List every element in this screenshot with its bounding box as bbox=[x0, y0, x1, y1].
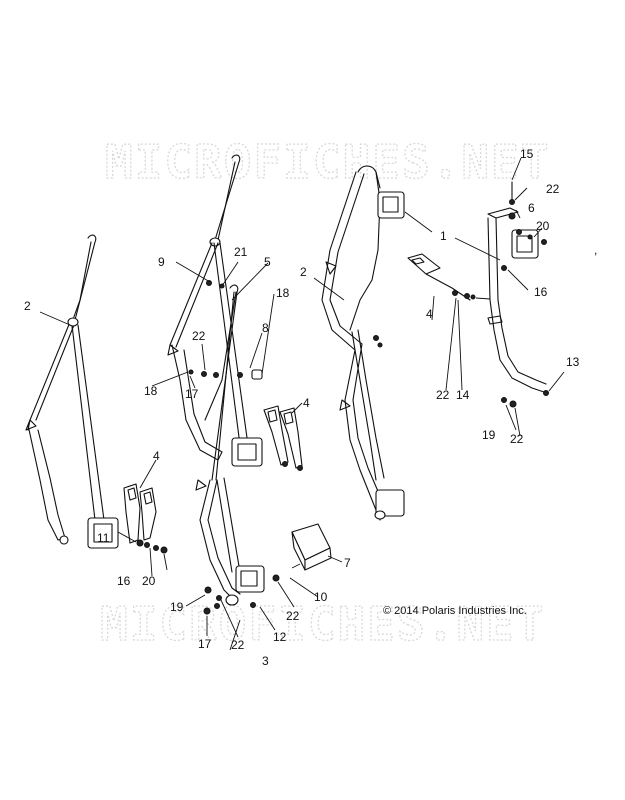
callout-5: 5 bbox=[264, 255, 271, 269]
callout-2a: 2 bbox=[24, 299, 31, 313]
callout-22e: 22 bbox=[286, 609, 300, 623]
callout-17a: 17 bbox=[185, 387, 199, 401]
callout-2b: 2 bbox=[300, 265, 307, 279]
buckle-center bbox=[263, 405, 303, 471]
callout-13: 13 bbox=[566, 355, 580, 369]
callout-3: 3 bbox=[262, 654, 269, 668]
callout-12: 12 bbox=[273, 630, 287, 644]
callout-4b: 4 bbox=[303, 396, 310, 410]
watermark-top: MICROFICHES.NET bbox=[105, 135, 550, 189]
buckle-left bbox=[123, 483, 168, 554]
callout-20a: 20 bbox=[142, 574, 156, 588]
callout-16a: 16 bbox=[117, 574, 131, 588]
callout-labels: 1 2 2 3 4 4 4 5 6 7 8 9 10 11 12 13 14 1… bbox=[24, 147, 580, 668]
cover-7 bbox=[291, 523, 332, 571]
callout-14: 14 bbox=[456, 388, 470, 402]
callout-20b: 20 bbox=[536, 219, 550, 233]
stray-mark: , bbox=[594, 243, 597, 257]
callout-6: 6 bbox=[528, 201, 535, 215]
callout-7: 7 bbox=[344, 556, 351, 570]
seat-belt-right-main bbox=[321, 165, 405, 521]
callout-1: 1 bbox=[440, 229, 447, 243]
callout-22b: 22 bbox=[192, 329, 206, 343]
watermark-bottom: MICROFICHES.NET bbox=[100, 597, 545, 651]
callout-22a: 22 bbox=[546, 182, 560, 196]
callout-9: 9 bbox=[158, 255, 165, 269]
copyright-notice: © 2014 Polaris Industries Inc. bbox=[383, 605, 527, 617]
callout-21: 21 bbox=[234, 245, 248, 259]
callout-22f: 22 bbox=[231, 638, 245, 652]
callout-10: 10 bbox=[314, 590, 328, 604]
callout-4a: 4 bbox=[153, 449, 160, 463]
callout-4c: 4 bbox=[426, 307, 433, 321]
callout-17b: 17 bbox=[198, 637, 212, 651]
seat-belt-far-right bbox=[487, 181, 549, 408]
leader-lines bbox=[39, 157, 565, 651]
callout-22d: 22 bbox=[510, 432, 524, 446]
center-fasteners bbox=[188, 280, 280, 615]
callout-18b: 18 bbox=[276, 286, 290, 300]
callout-19a: 19 bbox=[170, 600, 184, 614]
callout-18a: 18 bbox=[144, 384, 158, 398]
callout-8: 8 bbox=[262, 321, 269, 335]
seat-belt-center-front bbox=[195, 284, 265, 606]
callout-15: 15 bbox=[520, 147, 534, 161]
buckle-right bbox=[407, 253, 491, 301]
callout-11: 11 bbox=[97, 531, 110, 545]
callout-22c: 22 bbox=[436, 388, 450, 402]
seat-belt-center-rear bbox=[167, 154, 263, 467]
callout-19b: 19 bbox=[482, 428, 496, 442]
callout-16b: 16 bbox=[534, 285, 548, 299]
seat-belt-left bbox=[25, 234, 119, 549]
